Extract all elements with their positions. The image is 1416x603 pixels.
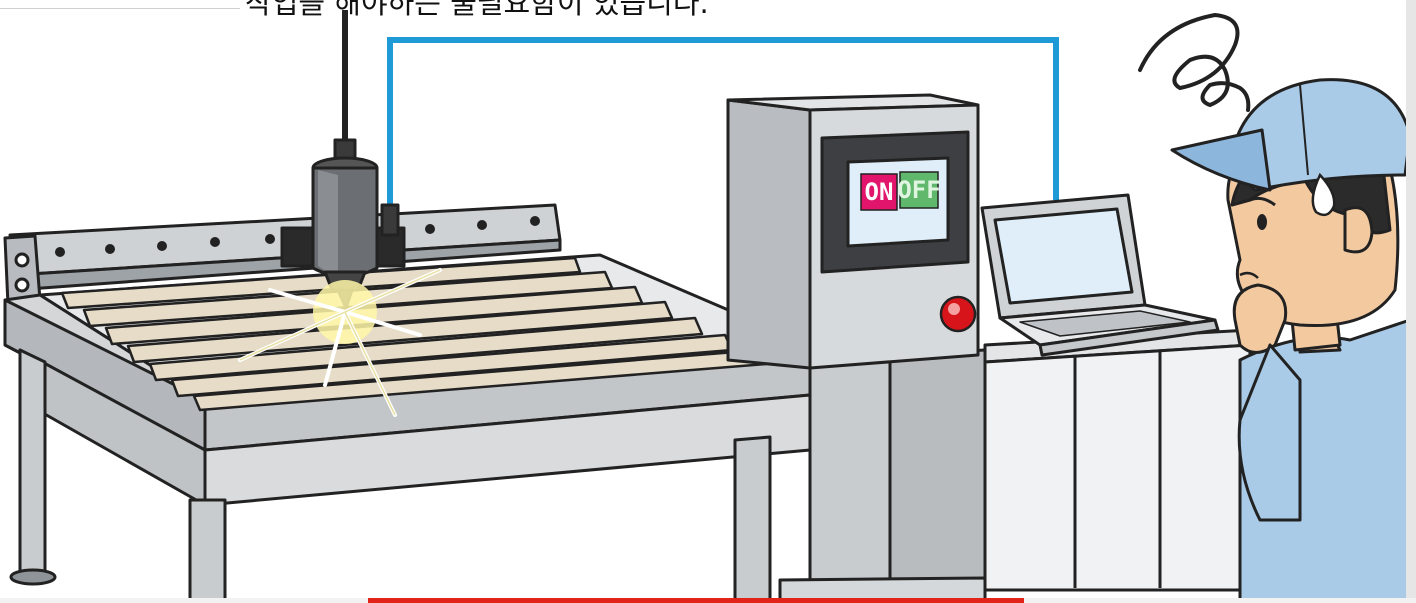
on-button: ON [860,173,898,211]
spindle-carriage [280,10,406,310]
cnc-table [3,203,812,603]
off-label: OFF [897,176,940,204]
off-button: OFF [897,171,941,209]
caption-text: 작업을 해야하는 불필요함이 있습니다. [245,0,709,20]
on-label: ON [865,178,894,206]
laptop [980,193,1220,357]
spark-icon [238,268,442,417]
control-cabinet [726,93,987,603]
accent-strip [368,598,1024,603]
emergency-stop-icon [939,295,977,333]
sweat-drop-icon [1311,172,1336,217]
vertical-scrollbar[interactable] [1406,0,1416,603]
top-left-tab [0,0,240,9]
data-cable [387,37,1059,215]
worker [1170,78,1416,603]
confusion-scribble-icon [1138,12,1251,112]
